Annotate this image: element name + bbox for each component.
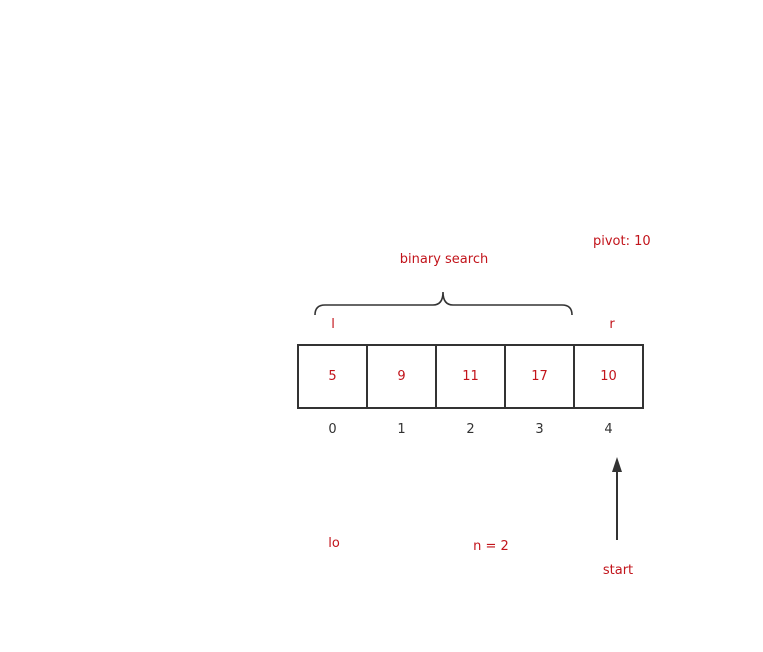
lo-label: lo [328,536,340,551]
array-index: 1 [397,422,406,437]
array-cells: 5 9 11 17 10 [297,344,644,409]
left-pointer-label: l [331,317,335,332]
array-cell: 11 [435,344,506,409]
array-index: 4 [604,422,613,437]
start-arrow-head [612,457,622,472]
array-index: 3 [535,422,544,437]
right-pointer-label: r [609,317,615,332]
n-label: n = 2 [473,539,509,554]
binary-search-brace [314,291,573,316]
binary-search-label: binary search [399,252,489,267]
array-cell: 17 [504,344,575,409]
array-indices: 0 1 2 3 4 [297,422,644,437]
start-label: start [602,563,634,578]
array-index: 2 [466,422,475,437]
array-cell: 10 [573,344,644,409]
array-index: 0 [328,422,337,437]
array-cell: 9 [366,344,437,409]
pivot-label: pivot: 10 [593,234,651,249]
array-cell: 5 [297,344,368,409]
